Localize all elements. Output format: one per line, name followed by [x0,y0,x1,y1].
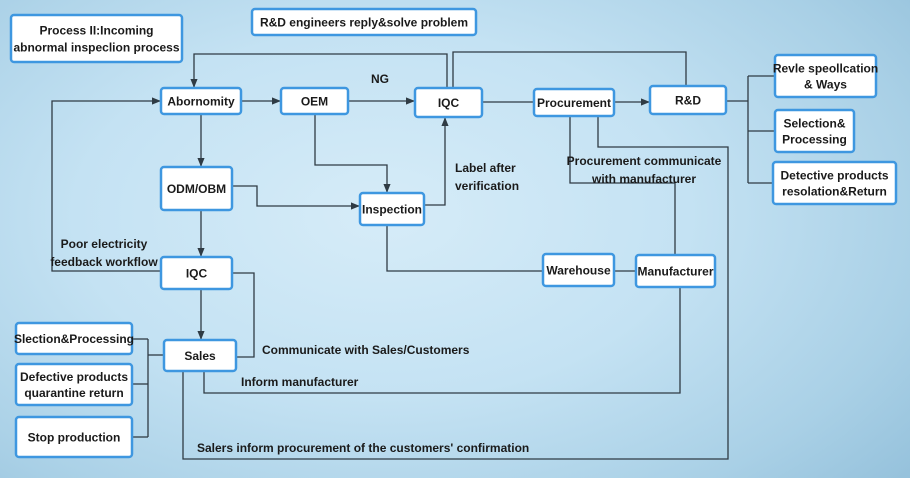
label-inform-manufacturer: Inform manufacturer [241,375,359,389]
node-label: abnormal inspeclion process [13,41,179,55]
edge-iqc-communicate-sales [232,272,255,358]
node-stop-production[interactable]: Stop production [14,415,134,459]
label-ng: NG [371,72,389,86]
node-box [159,165,234,212]
node-rd-engineers[interactable]: R&D engineers reply&solve problem [250,7,478,37]
edge-label-text: Poor electricity [61,237,148,251]
edge-iqc-rd [452,51,687,88]
edge-label-text: Procurement communicate [567,154,722,168]
node-iqc-top[interactable]: IQC [413,86,484,119]
label-label-after: Label after verification [455,161,519,193]
node-odm-obm[interactable]: ODM/OBM [159,165,234,212]
node-label: Stop production [28,430,121,444]
node-rd[interactable]: R&D [648,84,728,116]
node-label: Inspection [362,202,422,216]
edge-label-text: feedback workflow [50,255,158,269]
edge-procurement-manufacturer [569,116,676,254]
node-selection-processing-right[interactable]: Selection&Processing [773,108,856,154]
edge-label-text: NG [371,72,389,86]
node-box [279,86,350,116]
node-label: IQC [186,266,208,280]
node-box [634,253,717,289]
node-label: ODM/OBM [167,182,226,196]
node-box [14,362,134,407]
node-abornomity[interactable]: Abornomity [159,86,243,116]
node-label: Slection&Processing [14,332,134,346]
edge-label-text: Inform manufacturer [241,375,359,389]
edge-oem-inspection [314,114,391,193]
edge-label-text: Label after [455,161,516,175]
node-revise-spec[interactable]: Revle speollcation & Ways [773,53,878,99]
label-procurement-comm: Procurement communicate with manufacturer [567,154,722,186]
node-label: & Ways [804,77,847,91]
node-procurement[interactable]: Procurement [532,87,616,118]
node-box [14,321,134,356]
node-box [159,86,243,116]
node-box [162,338,238,373]
node-box [771,160,898,206]
node-label: R&D engineers reply&solve problem [260,15,468,29]
node-box [358,191,426,227]
node-sales[interactable]: Sales [162,338,238,373]
node-box [773,53,878,99]
edge-sales-inform-manufacturer [203,287,681,394]
connector-lines [51,51,774,460]
node-box [648,84,728,116]
label-poor-electricity: Poor electricity feedback workflow [50,237,158,269]
node-box [9,13,184,64]
node-label: Warehouse [546,263,611,277]
node-box [413,86,484,119]
node-box [532,87,616,118]
label-salers-inform: Salers inform procurement of the custome… [197,441,529,455]
edge-sales-procurement-confirmation [182,116,729,460]
edge-label-text: Salers inform procurement of the custome… [197,441,529,455]
edge-label-text: verification [455,179,519,193]
node-label: Defective products [20,370,128,384]
label-communicate-sales: Communicate with Sales/Customers [262,343,470,357]
edge-label-text: with manufacturer [591,172,696,186]
node-oem[interactable]: OEM [279,86,350,116]
node-label: R&D [675,93,701,107]
node-box [159,255,234,291]
node-box [14,415,134,459]
node-label: Procurement [537,96,611,110]
node-label: resolation&Return [782,184,887,198]
node-defective-resolution[interactable]: Detective products resolation&Return [771,160,898,206]
node-label: Sales [184,349,216,363]
node-box [541,252,616,288]
node-label: Process II:Incoming [39,24,153,38]
node-defective-quarantine[interactable]: Defective products quarantine return [14,362,134,407]
node-manufacturer[interactable]: Manufacturer [634,253,717,289]
node-label: OEM [301,94,328,108]
node-label: Abornomity [167,94,235,108]
edge-inspection-warehouse [386,225,542,272]
node-label: quarantine return [24,386,123,400]
node-label: IQC [438,96,460,110]
edge-odm-inspection [232,185,360,210]
node-title-box[interactable]: Process II:Incoming abnormal inspeclion p… [9,13,184,64]
node-label: Selection& [783,116,845,130]
node-label: Detective products [780,168,888,182]
node-label: Revle speollcation [773,61,878,75]
edge-labels: NG Label after verification Procurement com… [50,72,721,455]
node-warehouse[interactable]: Warehouse [541,252,616,288]
process-nodes: Process II:Incoming abnormal inspeclion p… [9,7,898,459]
edge-inspection-iqc [424,117,449,206]
node-box [250,7,478,37]
node-label: Processing [782,132,847,146]
edge-poor-electricity-feedback [51,97,161,272]
node-box [773,108,856,154]
node-inspection[interactable]: Inspection [358,191,426,227]
node-selection-processing-left[interactable]: Slection&Processing [14,321,134,356]
edge-iqc-abornomity-feedback [190,53,448,88]
node-iqc-bottom[interactable]: IQC [159,255,234,291]
edge-label-text: Communicate with Sales/Customers [262,343,470,357]
node-label: Manufacturer [637,264,713,278]
